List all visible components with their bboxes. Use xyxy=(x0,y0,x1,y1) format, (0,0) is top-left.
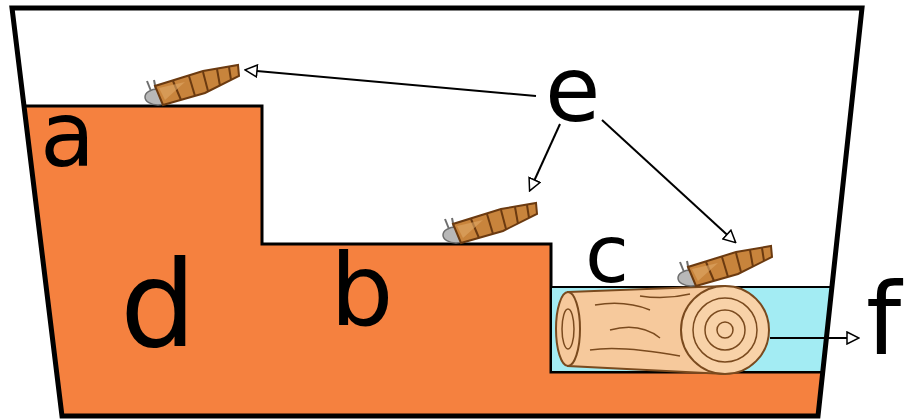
part-letter: c xyxy=(585,215,629,295)
substrate xyxy=(24,106,823,416)
snail xyxy=(678,246,772,286)
snail xyxy=(443,203,537,243)
leader-arrow xyxy=(770,337,858,339)
container-outline xyxy=(12,8,862,416)
snail xyxy=(145,65,239,105)
part-letter: e xyxy=(545,45,600,135)
part-letter: f xyxy=(866,270,901,370)
leader-arrow xyxy=(246,70,536,96)
part-letter: a xyxy=(40,90,95,180)
part-letter: b xyxy=(330,241,393,341)
log xyxy=(556,286,769,374)
part-letter: d xyxy=(120,245,196,365)
